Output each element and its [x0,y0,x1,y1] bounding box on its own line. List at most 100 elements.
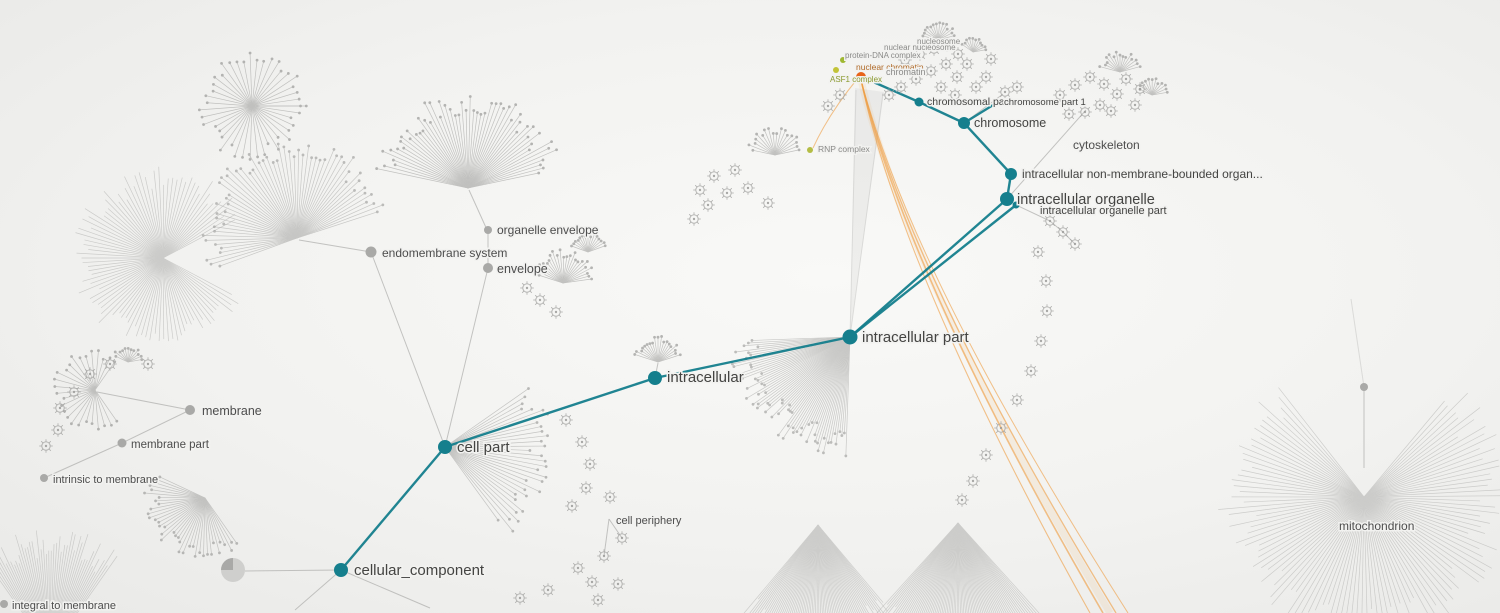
complex-node[interactable] [807,147,813,153]
term-glyph[interactable] [583,457,597,471]
term-node-gray[interactable] [40,474,48,482]
term-node-intracellular-part[interactable] [842,329,858,345]
term-glyph[interactable] [1128,98,1142,112]
term-glyph[interactable] [611,577,625,591]
term-glyph[interactable] [1097,77,1111,91]
term-glyph[interactable] [1062,107,1076,121]
term-node-intracellular-nmb-organelle[interactable] [1005,168,1017,180]
term-glyph[interactable] [998,85,1012,99]
term-glyph[interactable] [898,53,912,67]
term-glyph[interactable] [51,423,65,437]
term-glyph[interactable] [559,413,573,427]
term-node-nuclear-chromatin-node[interactable] [856,72,866,82]
term-glyph[interactable] [103,357,117,371]
term-glyph[interactable] [761,196,775,210]
term-node-intracellular-organelle[interactable] [1000,192,1014,206]
term-glyph[interactable] [1119,72,1133,86]
term-glyph[interactable] [979,448,993,462]
term-glyph[interactable] [591,593,605,607]
complex-node[interactable] [840,57,846,63]
term-node-chromosome[interactable] [958,117,970,129]
term-glyph[interactable] [741,181,755,195]
term-node-cellular-component[interactable] [334,563,348,577]
term-glyph[interactable] [934,80,948,94]
term-node-gray[interactable] [185,405,195,415]
term-glyph[interactable] [966,474,980,488]
term-glyph[interactable] [939,57,953,71]
term-glyph[interactable] [1010,393,1024,407]
term-glyph[interactable] [1104,104,1118,118]
term-glyph[interactable] [1024,364,1038,378]
term-glyph[interactable] [1056,225,1070,239]
term-glyph[interactable] [615,531,629,545]
term-glyph[interactable] [940,38,954,52]
term-glyph[interactable] [1078,105,1092,119]
term-glyph[interactable] [821,99,835,113]
term-glyph[interactable] [882,88,896,102]
complex-node[interactable] [833,67,839,73]
term-glyph[interactable] [1031,245,1045,259]
term-glyph[interactable] [951,47,965,61]
term-node-chromosome-part[interactable] [995,99,1001,105]
term-glyph[interactable] [693,183,707,197]
term-glyph[interactable] [533,293,547,307]
term-glyph[interactable] [950,70,964,84]
term-glyph[interactable] [984,52,998,66]
term-glyph[interactable] [1093,98,1107,112]
term-glyph[interactable] [833,88,847,102]
pie-glyph[interactable] [221,558,245,582]
term-node-gray[interactable] [1360,383,1368,391]
term-node-gray[interactable] [484,226,492,234]
term-glyph[interactable] [687,212,701,226]
term-glyph[interactable] [969,80,983,94]
term-glyph[interactable] [520,281,534,295]
term-glyph[interactable] [707,169,721,183]
term-glyph[interactable] [571,561,585,575]
term-glyph[interactable] [1039,274,1053,288]
term-node-intracellular-organelle-part[interactable] [1012,201,1020,209]
term-glyph[interactable] [67,385,81,399]
term-glyph[interactable] [579,481,593,495]
term-glyph[interactable] [565,499,579,513]
term-glyph[interactable] [894,80,908,94]
term-node-gray[interactable] [365,246,377,258]
term-glyph[interactable] [720,186,734,200]
term-glyph[interactable] [39,439,53,453]
term-glyph[interactable] [575,435,589,449]
term-glyph[interactable] [913,47,927,61]
term-glyph[interactable] [728,163,742,177]
term-glyph[interactable] [979,70,993,84]
term-glyph[interactable] [960,57,974,71]
term-node-intracellular[interactable] [648,371,662,385]
term-glyph[interactable] [141,357,155,371]
term-glyph[interactable] [597,549,611,563]
term-glyph[interactable] [701,198,715,212]
term-node-cell-part[interactable] [438,440,452,454]
term-glyph[interactable] [909,72,923,86]
term-glyph[interactable] [1010,80,1024,94]
term-glyph[interactable] [1053,88,1067,102]
term-glyph[interactable] [1083,70,1097,84]
term-glyph[interactable] [585,575,599,589]
term-glyph[interactable] [927,42,941,56]
term-glyph[interactable] [994,421,1008,435]
term-glyph[interactable] [603,490,617,504]
term-node-chromosomal-part[interactable] [914,97,924,107]
term-glyph[interactable] [955,493,969,507]
term-glyph[interactable] [513,591,527,605]
term-glyph[interactable] [549,305,563,319]
term-glyph[interactable] [1043,214,1057,228]
term-glyph[interactable] [83,367,97,381]
term-glyph[interactable] [1133,82,1147,96]
term-glyph[interactable] [53,401,67,415]
term-glyph[interactable] [1034,334,1048,348]
term-glyph[interactable] [948,88,962,102]
term-glyph[interactable] [1068,237,1082,251]
term-glyph[interactable] [541,583,555,597]
term-glyph[interactable] [1040,304,1054,318]
term-glyph[interactable] [924,64,938,78]
term-node-gray[interactable] [117,438,127,448]
term-node-gray[interactable] [0,600,8,608]
